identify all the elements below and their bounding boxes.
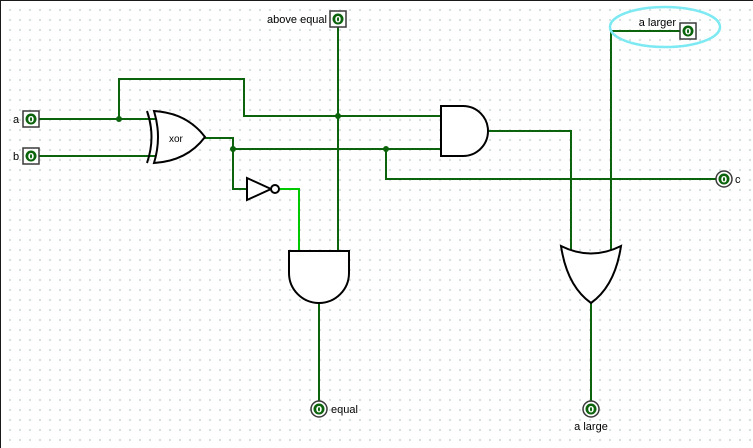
- pin-label-a: a: [13, 114, 20, 126]
- output-pin-equal[interactable]: 0: [310, 400, 328, 418]
- pin-value-disc: [25, 113, 37, 125]
- pin-value: 0: [335, 16, 341, 26]
- wire-a-larger-to-or[interactable]: [610, 30, 681, 252]
- input-pin-above-equal[interactable]: 0: [329, 10, 347, 28]
- pin-value: 0: [721, 176, 727, 186]
- pin-label-c: c: [735, 174, 741, 186]
- not-gate-bubble: [270, 184, 280, 194]
- wire-junction-dot: [230, 146, 236, 152]
- highlight-ellipse: [608, 5, 722, 49]
- wire-to-pin-c[interactable]: [385, 148, 717, 180]
- pin-label-a-large: a large: [574, 421, 608, 433]
- pin-value-disc: [585, 403, 597, 415]
- pin-value: 0: [588, 406, 594, 416]
- and-gate-bottom[interactable]: [288, 250, 350, 304]
- input-pin-a-larger[interactable]: 0: [679, 22, 697, 40]
- wire-junction-dot: [116, 116, 122, 122]
- pin-value-disc: [25, 150, 37, 162]
- xor-gate-body: [152, 109, 207, 165]
- pin-label-b: b: [13, 151, 19, 163]
- wire-and-out-to-or[interactable]: [487, 130, 572, 252]
- wire-a-branch-to-and[interactable]: [118, 78, 442, 120]
- pin-value: 0: [316, 406, 322, 416]
- pin-value-disc: [682, 25, 694, 37]
- pin-value-disc: [332, 13, 344, 25]
- wire-junction-dot: [335, 113, 341, 119]
- input-pin-a[interactable]: 0: [22, 110, 40, 128]
- pin-label-a-larger: a larger: [639, 17, 677, 29]
- and-gate-top-body: [440, 105, 489, 157]
- xor-gate[interactable]: xor: [146, 109, 207, 165]
- input-pin-b[interactable]: 0: [22, 147, 40, 165]
- not-gate[interactable]: [246, 176, 280, 202]
- pin-label-above-equal: above equal: [267, 14, 327, 26]
- pin-value: 0: [28, 116, 34, 126]
- pin-value: 0: [28, 153, 34, 163]
- xor-gate-back-arc: [146, 110, 153, 164]
- and-gate-bottom-body: [288, 250, 350, 304]
- pin-label-equal: equal: [331, 404, 358, 416]
- pin-value-disc: [313, 403, 325, 415]
- and-gate-top[interactable]: [440, 105, 489, 157]
- or-gate-body: [559, 244, 623, 305]
- pin-value-disc: [718, 173, 730, 185]
- wire-xor-out[interactable]: [204, 137, 248, 190]
- wire-junction-dot: [383, 146, 389, 152]
- output-pin-c[interactable]: 0: [715, 170, 733, 188]
- or-gate[interactable]: [559, 244, 623, 305]
- xor-gate-label: xor: [169, 134, 184, 145]
- wire-not-out-high[interactable]: [278, 188, 300, 252]
- wires: [38, 26, 717, 402]
- not-gate-triangle: [246, 176, 274, 202]
- output-pin-a-large[interactable]: 0: [582, 400, 600, 418]
- pin-value: 0: [685, 28, 691, 38]
